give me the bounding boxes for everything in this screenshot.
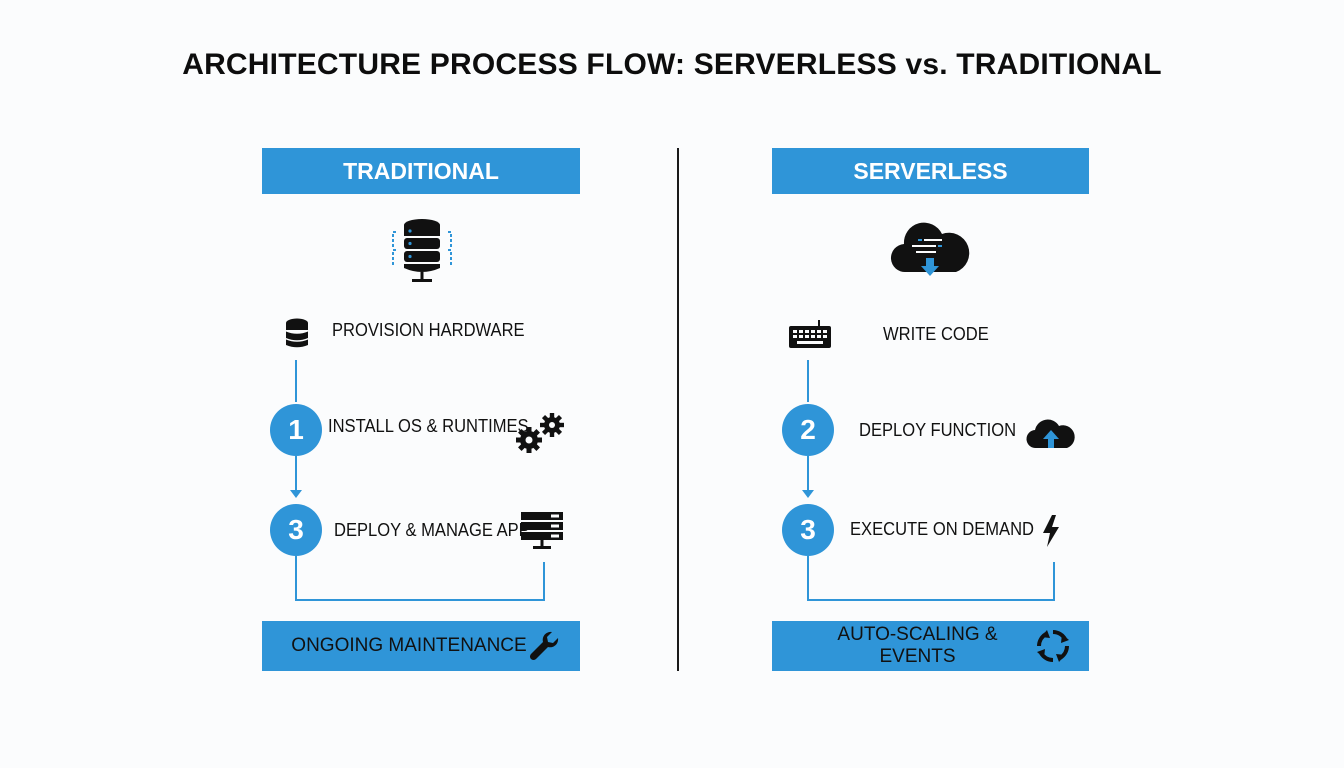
footer-label: ONGOING MAINTENANCE — [291, 635, 527, 656]
connector-line — [543, 562, 545, 601]
serverless-header: SERVERLESS — [772, 148, 1089, 194]
lightning-icon — [1042, 515, 1060, 547]
step-execute-on-demand-label: EXECUTE ON DEMAND — [850, 519, 1035, 539]
connector-line — [807, 599, 1055, 601]
connector-line — [1053, 562, 1055, 601]
connector-line — [295, 456, 297, 496]
cloud-code-icon — [890, 220, 970, 280]
page-title: ARCHITECTURE PROCESS FLOW: SERVERLESS vs… — [182, 48, 1162, 81]
step-number-badge: 2 — [782, 404, 834, 456]
server-rack-icon — [521, 512, 563, 550]
connector-line — [807, 556, 809, 600]
arrow-down-icon — [802, 490, 814, 498]
serverless-footer: AUTO-SCALING & EVENTS — [772, 621, 1089, 671]
server-database-icon — [390, 216, 454, 284]
wrench-icon — [528, 630, 560, 662]
step-install-os-label: INSTALL OS & RUNTIMES — [328, 416, 529, 436]
step-number-badge: 1 — [270, 404, 322, 456]
step-deploy-function-label: DEPLOY FUNCTION — [859, 420, 1017, 440]
keyboard-icon — [789, 320, 831, 350]
refresh-cycle-icon — [1035, 628, 1071, 664]
arrow-down-icon — [290, 490, 302, 498]
connector-line — [807, 456, 809, 496]
connector-line — [295, 556, 297, 600]
step-deploy-manage-label: DEPLOY & MANAGE APP — [334, 520, 530, 540]
step-write-code-label: WRITE CODE — [883, 324, 989, 344]
connector-line — [295, 360, 297, 402]
column-divider — [677, 148, 679, 671]
connector-line — [807, 360, 809, 402]
footer-label: AUTO-SCALING & EVENTS — [837, 624, 998, 667]
step-number-badge: 3 — [782, 504, 834, 556]
cloud-upload-icon — [1026, 418, 1076, 450]
traditional-footer: ONGOING MAINTENANCE — [262, 621, 580, 671]
traditional-header: TRADITIONAL — [262, 148, 580, 194]
step-number-badge: 3 — [270, 504, 322, 556]
gears-icon — [515, 410, 567, 454]
connector-line — [295, 599, 545, 601]
step-provision-hardware-label: PROVISION HARDWARE — [332, 320, 525, 340]
database-icon — [285, 318, 309, 350]
